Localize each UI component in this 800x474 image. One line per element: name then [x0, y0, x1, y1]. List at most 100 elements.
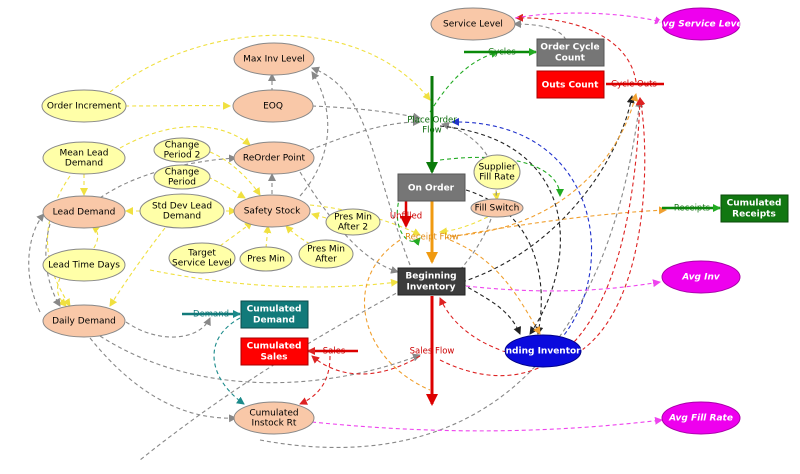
connector-ending-to-cycle-outs — [581, 97, 646, 351]
connector-receipt-to-ending — [449, 239, 541, 335]
connector-pres-min-after-to-safety — [285, 225, 311, 245]
svg-text:Beginning: Beginning — [405, 272, 456, 282]
svg-text:Cumulated: Cumulated — [249, 409, 298, 419]
svg-text:Avg Fill Rate: Avg Fill Rate — [668, 414, 733, 424]
svg-text:Avg Inv: Avg Inv — [681, 273, 721, 283]
stock-boxes: Order Cycle Count Outs Count On Order Cu… — [240, 38, 789, 368]
svg-text:Inventory: Inventory — [407, 283, 456, 293]
connector-on-order-to-fill — [396, 195, 421, 246]
connectors — [28, 12, 667, 461]
magenta-nodes: Avg Service Level Avg Inv Avg Fill Rate — [655, 7, 747, 435]
node-pres-min-after[interactable]: Pres Min After — [298, 239, 354, 269]
connector-change-period-to-safety — [207, 176, 246, 199]
svg-text:Avg Service Level: Avg Service Level — [655, 20, 746, 30]
svg-text:Change: Change — [165, 168, 200, 178]
connector-onorder-to-ending — [465, 189, 544, 335]
svg-text:Mean Lead: Mean Lead — [59, 149, 108, 159]
svg-text:Count: Count — [555, 54, 586, 64]
svg-text:Ending Inventory: Ending Inventory — [500, 347, 587, 357]
connector-safety-to-receipt — [309, 204, 421, 236]
svg-text:Receipts: Receipts — [732, 210, 776, 220]
flow-label-sales-flow: Sales Flow — [410, 347, 455, 357]
connector-daily-to-demand-flow — [125, 317, 211, 338]
flow-label-cycle-outs: Cycle Outs — [611, 80, 657, 90]
node-mean-lead-demand[interactable]: Mean Lead Demand — [42, 141, 126, 175]
stock-outs-count[interactable]: Outs Count — [536, 70, 605, 99]
flow-label-receipt-flow: Receipt Flow — [405, 233, 459, 243]
node-pres-min[interactable]: Pres Min — [239, 246, 293, 272]
node-change-period-2[interactable]: Change Period 2 — [153, 137, 211, 163]
svg-text:On Order: On Order — [408, 184, 455, 194]
node-avg-inv[interactable]: Avg Inv — [661, 260, 741, 294]
connector-reorder-to-place-order — [309, 118, 421, 151]
node-change-period[interactable]: Change Period — [153, 164, 211, 190]
node-target-service-level[interactable]: Target Service Level — [168, 242, 236, 274]
stock-cumulated-demand[interactable]: Cumulated Demand — [240, 300, 309, 329]
flow-label-receipts: Receipts — [674, 204, 711, 214]
stock-cumulated-sales[interactable]: Cumulated Sales — [240, 337, 309, 366]
node-fill-switch[interactable]: Fill Switch — [470, 198, 524, 218]
svg-text:Pres Min: Pres Min — [247, 255, 285, 265]
node-eoq[interactable]: EOQ — [232, 89, 314, 123]
connector-pres-min-after2-to-safety — [311, 212, 327, 220]
node-cumulated-instock-rt[interactable]: Cumulated Instock Rt — [233, 401, 315, 435]
node-lead-time-days[interactable]: Lead Time Days — [42, 248, 126, 282]
connector-receipt-to-cumreceipts — [444, 206, 667, 239]
svg-text:Outs Count: Outs Count — [542, 81, 599, 91]
flow-label-place-order-2: Flow — [422, 126, 441, 136]
connector-pres-min-to-safety — [263, 225, 272, 249]
node-pres-min-after-2[interactable]: Pres Min After 2 — [325, 208, 381, 236]
node-safety-stock[interactable]: Safety Stock — [233, 194, 311, 228]
connector-service-to-avg-service — [514, 12, 663, 25]
svg-text:Period 2: Period 2 — [164, 151, 201, 161]
node-lead-demand[interactable]: Lead Demand — [42, 195, 126, 229]
node-std-dev-lead-demand[interactable]: Std Dev Lead Demand — [139, 193, 225, 229]
node-avg-service-level[interactable]: Avg Service Level — [655, 7, 747, 41]
stock-order-cycle-count[interactable]: Order Cycle Count — [536, 38, 605, 67]
connector-beginning-to-ending — [461, 283, 521, 335]
svg-text:EOQ: EOQ — [263, 102, 283, 112]
connector-lead-time-to-daily — [57, 277, 67, 307]
connector-safety-to-max-inv — [299, 71, 329, 197]
connector-receipt-loop — [364, 239, 431, 391]
connector-daily-to-lead-demand — [28, 213, 45, 313]
connector-lead-time-to-beginning — [149, 269, 399, 288]
svg-text:Period: Period — [168, 178, 196, 188]
connector-ending-to-beginning — [439, 297, 507, 353]
svg-text:Daily Demand: Daily Demand — [52, 317, 116, 327]
connector-instock-to-avg-fill — [311, 416, 663, 432]
connector-target-sl-to-safety — [219, 221, 253, 247]
svg-text:Pres Min: Pres Min — [334, 213, 372, 223]
connector-reorder-to-beginning — [299, 171, 399, 274]
node-max-inv-level[interactable]: Max Inv Level — [233, 42, 315, 76]
svg-text:Std Dev Lead: Std Dev Lead — [152, 202, 212, 212]
flow-label-cycles: Cycles — [488, 48, 516, 58]
flow-label-sales: Sales — [323, 347, 346, 357]
connector-fill-switch-to-receipt — [439, 209, 501, 236]
svg-text:Sales: Sales — [260, 353, 287, 363]
svg-text:Service Level: Service Level — [172, 259, 232, 269]
node-daily-demand[interactable]: Daily Demand — [42, 304, 126, 338]
svg-text:Cumulated: Cumulated — [247, 305, 302, 315]
svg-text:Supplier: Supplier — [478, 163, 515, 173]
svg-text:Lead Time Days: Lead Time Days — [48, 261, 120, 271]
connector-cumsales-to-instock — [299, 355, 331, 405]
connector-beginning-to-avg-inv — [465, 279, 661, 292]
svg-text:Demand: Demand — [253, 316, 295, 326]
svg-text:Service Level: Service Level — [443, 20, 503, 30]
svg-text:Demand: Demand — [65, 159, 103, 169]
node-order-increment[interactable]: Order Increment — [41, 89, 127, 123]
stock-ending-inventory[interactable]: Ending Inventory — [500, 334, 587, 368]
node-service-level[interactable]: Service Level — [430, 7, 516, 41]
stock-on-order[interactable]: On Order — [397, 173, 466, 202]
svg-text:Lead Demand: Lead Demand — [53, 208, 116, 218]
connector-order-count-to-service — [513, 20, 567, 41]
stock-cumulated-receipts[interactable]: Cumulated Receipts — [720, 194, 789, 223]
node-supplier-fill-rate[interactable]: Supplier Fill Rate — [473, 154, 521, 190]
node-reorder-point[interactable]: ReOrder Point — [233, 141, 315, 175]
node-avg-fill-rate[interactable]: Avg Fill Rate — [661, 401, 741, 435]
connector-place-to-cycles — [429, 50, 499, 113]
stock-beginning-inventory[interactable]: Beginning Inventory — [397, 267, 466, 296]
